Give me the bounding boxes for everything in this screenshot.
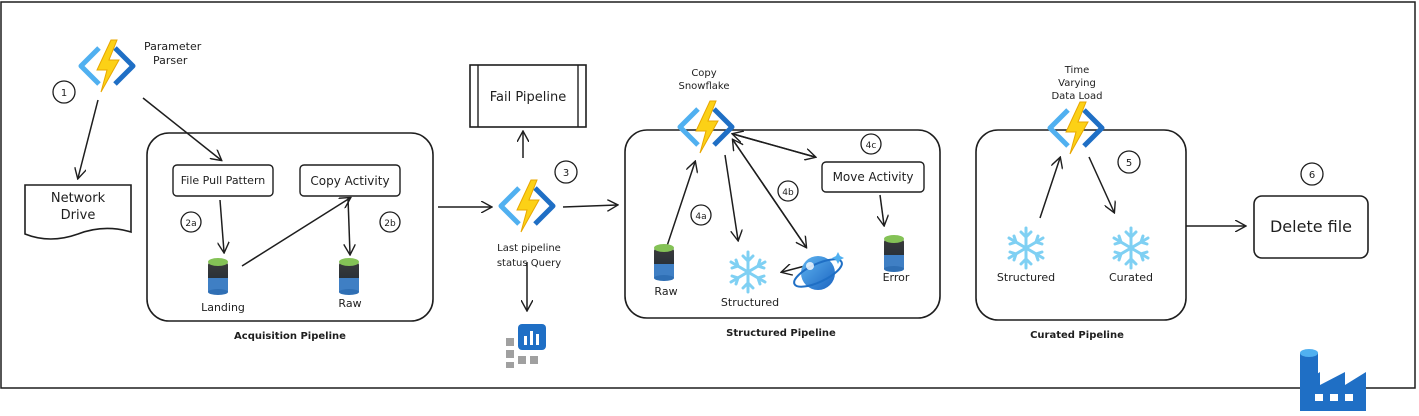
parameter-parser-label: Parameter bbox=[144, 40, 202, 53]
arrow-parser-to-drive bbox=[78, 99, 99, 178]
step-3-circle bbox=[554, 160, 578, 184]
step-1-circle bbox=[52, 80, 76, 104]
step-5-circle bbox=[1117, 150, 1141, 174]
structured-pipeline-label: Structured Pipeline bbox=[726, 328, 836, 339]
network-drive-label: Network bbox=[51, 191, 106, 206]
fail-pipeline-label: Fail Pipeline bbox=[490, 90, 566, 105]
copy-snowflake-function-icon bbox=[680, 101, 732, 153]
step-1-label: 1 bbox=[61, 88, 67, 99]
parameter-parser-function-icon bbox=[81, 40, 133, 92]
step-3-label: 3 bbox=[563, 168, 569, 179]
step-2b-circle bbox=[379, 211, 401, 233]
file-pull-pattern-label: File Pull Pattern bbox=[181, 174, 266, 187]
step-4b-label: 4b bbox=[782, 188, 794, 198]
curated-snowflake-icon bbox=[1112, 226, 1150, 270]
raw-acq-label: Raw bbox=[338, 297, 361, 310]
copy-snowflake-label: Copy bbox=[691, 68, 716, 79]
structured-cur-label: Structured bbox=[997, 271, 1055, 284]
copy-activity-label: Copy Activity bbox=[310, 174, 389, 188]
network-drive-shape bbox=[24, 184, 132, 240]
acquisition-pipeline-label: Acquisition Pipeline bbox=[234, 331, 346, 342]
step-6-circle bbox=[1300, 162, 1324, 186]
time-varying-function-icon bbox=[1050, 102, 1102, 154]
structured-pipeline-box bbox=[624, 129, 941, 319]
step-5-label: 5 bbox=[1126, 158, 1132, 169]
data-factory-icon bbox=[1300, 349, 1366, 411]
last-pipeline-function-icon bbox=[501, 180, 553, 232]
step-4c-label: 4c bbox=[866, 141, 877, 151]
structured-cur-snowflake-icon bbox=[1007, 226, 1045, 270]
last-pipeline-label-2: status Query bbox=[497, 258, 561, 269]
fail-pipeline-box bbox=[469, 64, 587, 128]
curated-label: Curated bbox=[1109, 271, 1153, 284]
raw-storage-icon bbox=[339, 258, 359, 295]
raw-struct-label: Raw bbox=[654, 285, 677, 298]
time-varying-label-3: Data Load bbox=[1051, 91, 1102, 102]
move-activity-label: Move Activity bbox=[833, 170, 914, 184]
time-varying-label: Time bbox=[1064, 65, 1089, 76]
delete-file-label: Delete file bbox=[1270, 217, 1352, 236]
parameter-parser-label-2: Parser bbox=[153, 54, 188, 67]
delete-file-box bbox=[1253, 195, 1369, 259]
last-pipeline-label: Last pipeline bbox=[497, 243, 561, 254]
copy-snowflake-label-2: Snowflake bbox=[679, 81, 730, 92]
acquisition-pipeline-box bbox=[146, 132, 434, 322]
time-varying-label-2: Varying bbox=[1058, 78, 1096, 89]
step-4c-circle bbox=[860, 133, 882, 155]
curated-pipeline-label: Curated Pipeline bbox=[1030, 330, 1124, 341]
step-6-label: 6 bbox=[1309, 170, 1315, 181]
copy-activity-box bbox=[299, 164, 401, 197]
network-drive-label-2: Drive bbox=[61, 208, 96, 223]
error-label: Error bbox=[883, 271, 910, 284]
landing-storage-icon bbox=[208, 258, 228, 295]
cosmos-db-icon bbox=[793, 252, 844, 290]
raw-struct-storage-icon bbox=[654, 244, 674, 281]
step-2a-label: 2a bbox=[185, 219, 196, 229]
structured-struct-label: Structured bbox=[721, 296, 779, 309]
error-storage-icon bbox=[884, 235, 904, 272]
step-4a-label: 4a bbox=[695, 212, 706, 222]
monitor-icon bbox=[506, 324, 546, 368]
step-4b-circle bbox=[777, 180, 799, 202]
outer-frame bbox=[0, 1, 1416, 389]
structured-snowflake-icon bbox=[729, 250, 767, 294]
file-pull-pattern-box bbox=[172, 164, 274, 197]
step-2b-label: 2b bbox=[384, 219, 396, 229]
step-2a-circle bbox=[180, 211, 202, 233]
step-4a-circle bbox=[690, 204, 712, 226]
curated-pipeline-box bbox=[975, 129, 1187, 321]
landing-label: Landing bbox=[201, 301, 245, 314]
move-activity-box bbox=[821, 161, 925, 193]
